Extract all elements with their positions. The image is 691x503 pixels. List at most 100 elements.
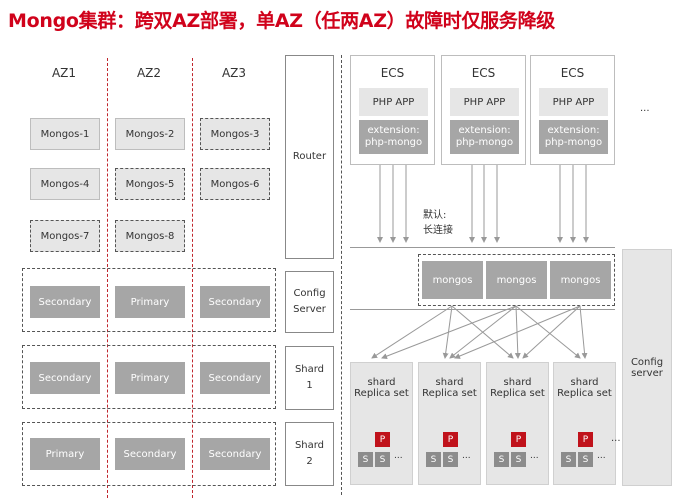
shard-replica-label-line1: shard — [503, 377, 532, 388]
mongos2-to-shard2 — [449, 305, 517, 359]
extension-line2: php-mongo — [455, 137, 514, 148]
extension-line1: extension: — [367, 125, 420, 136]
shard-replica-label-line2: Replica set — [422, 388, 477, 399]
php-app: PHP APP — [359, 88, 428, 116]
config-server-cluster: Config server — [622, 249, 672, 486]
shard-replica-set-2: shard Replica set P S S ... — [418, 362, 481, 485]
replica-more-ellipsis: ... — [530, 451, 539, 461]
shard2-label-line2: 2 — [306, 456, 313, 467]
config-server-cluster-line1: Config — [630, 356, 664, 368]
primary-node: P — [578, 432, 593, 447]
shard1-label-line1: Shard — [294, 364, 325, 375]
php-mongo-extension: extension: php-mongo — [450, 120, 519, 154]
shard2-az1-member: Primary — [30, 438, 100, 470]
config-server-label-line1: Config — [293, 288, 326, 299]
shard-replica-label-line1: shard — [570, 377, 599, 388]
shard-replica-label-line2: Replica set — [557, 388, 612, 399]
mongos3-to-shard2 — [454, 305, 581, 359]
mongos-2-node: Mongos-2 — [115, 118, 185, 150]
shard1-az2-member: Primary — [115, 362, 185, 394]
mongos2-to-shard4 — [515, 305, 581, 359]
mongos-pool-node-2: mongos — [486, 261, 547, 299]
mongos-pool-node-3: mongos — [550, 261, 611, 299]
shard2-az3-member: Secondary — [200, 438, 270, 470]
config-server-group — [22, 268, 276, 332]
shard1-label: Shard 1 — [285, 346, 334, 410]
secondary-node: S — [426, 452, 441, 467]
left-right-divider — [341, 55, 342, 495]
mongos-5-node: Mongos-5 — [115, 168, 185, 200]
ecs-title: ECS — [380, 66, 405, 80]
router-lower-line — [350, 309, 615, 310]
primary-node: P — [443, 432, 458, 447]
shard2-az2-member: Secondary — [115, 438, 185, 470]
php-mongo-extension: extension: php-mongo — [359, 120, 428, 154]
router-label: Router — [285, 55, 334, 259]
connection-note-line1: 默认: — [423, 210, 447, 221]
shard-replica-set-1: shard Replica set P S S ... — [350, 362, 413, 485]
shard1-label-line2: 1 — [306, 380, 313, 391]
php-app: PHP APP — [539, 88, 608, 116]
primary-node: P — [375, 432, 390, 447]
az-label-1: AZ1 — [51, 66, 77, 80]
config-az2-member: Primary — [115, 286, 185, 318]
shard1-group — [22, 345, 276, 409]
mongos3-to-shard4 — [579, 305, 588, 359]
shard2-label: Shard 2 — [285, 422, 334, 486]
ecs-instance-2: ECS PHP APP extension: php-mongo — [441, 55, 526, 165]
mongos-3-node: Mongos-3 — [200, 118, 270, 150]
replica-more-ellipsis: ... — [394, 451, 403, 461]
secondary-node: S — [375, 452, 390, 467]
secondary-node: S — [494, 452, 509, 467]
az-label-2: AZ2 — [136, 66, 162, 80]
mongos-7-node: Mongos-7 — [30, 220, 100, 252]
shard-replica-label-line2: Replica set — [490, 388, 545, 399]
page-title: Mongo集群：跨双AZ部署，单AZ（任两AZ）故障时仅服务降级 — [8, 10, 555, 32]
shard-replica-label-line1: shard — [435, 377, 464, 388]
config-az1-member: Secondary — [30, 286, 100, 318]
extension-line2: php-mongo — [544, 137, 603, 148]
primary-node: P — [511, 432, 526, 447]
extension-line2: php-mongo — [364, 137, 423, 148]
connection-note-line2: 长连接 — [423, 225, 453, 236]
extension-line1: extension: — [458, 125, 511, 136]
shard-replica-set-3: shard Replica set P S S ... — [486, 362, 549, 485]
az-separator-1 — [107, 58, 108, 498]
connection-note: 默认: 长连接 — [423, 208, 453, 238]
mongos-6-node: Mongos-6 — [200, 168, 270, 200]
az-separator-2 — [192, 58, 193, 498]
router-upper-line — [350, 247, 615, 248]
shard-more-ellipsis: ... — [611, 433, 621, 444]
shard-replica-label-line2: Replica set — [354, 388, 409, 399]
shard-replica-set-4: shard Replica set P S S ... — [553, 362, 616, 485]
secondary-node: S — [561, 452, 576, 467]
mongos-4-node: Mongos-4 — [30, 168, 100, 200]
replica-more-ellipsis: ... — [462, 451, 471, 461]
config-server-label-line2: Server — [293, 304, 326, 315]
shard1-az1-member: Secondary — [30, 362, 100, 394]
extension-line1: extension: — [547, 125, 600, 136]
ecs-title: ECS — [471, 66, 496, 80]
ecs-more-ellipsis: ... — [640, 103, 650, 114]
mongos-1-node: Mongos-1 — [30, 118, 100, 150]
shard2-label-line1: Shard — [294, 440, 325, 451]
config-az3-member: Secondary — [200, 286, 270, 318]
replica-more-ellipsis: ... — [597, 451, 606, 461]
secondary-node: S — [511, 452, 526, 467]
ecs-instance-1: ECS PHP APP extension: php-mongo — [350, 55, 435, 165]
secondary-node: S — [443, 452, 458, 467]
php-app: PHP APP — [450, 88, 519, 116]
php-mongo-extension: extension: php-mongo — [539, 120, 608, 154]
config-server-label: Config Server — [285, 271, 334, 333]
secondary-node: S — [358, 452, 373, 467]
shard2-group — [22, 422, 276, 486]
mongos1-to-shard1 — [371, 305, 453, 359]
ecs-title: ECS — [560, 66, 585, 80]
config-server-cluster-line2: server — [631, 367, 663, 379]
mongos2-to-shard1 — [381, 305, 517, 359]
shard-replica-label-line1: shard — [367, 377, 396, 388]
mongos3-to-shard3 — [522, 305, 581, 359]
az-label-3: AZ3 — [221, 66, 247, 80]
mongos-8-node: Mongos-8 — [115, 220, 185, 252]
